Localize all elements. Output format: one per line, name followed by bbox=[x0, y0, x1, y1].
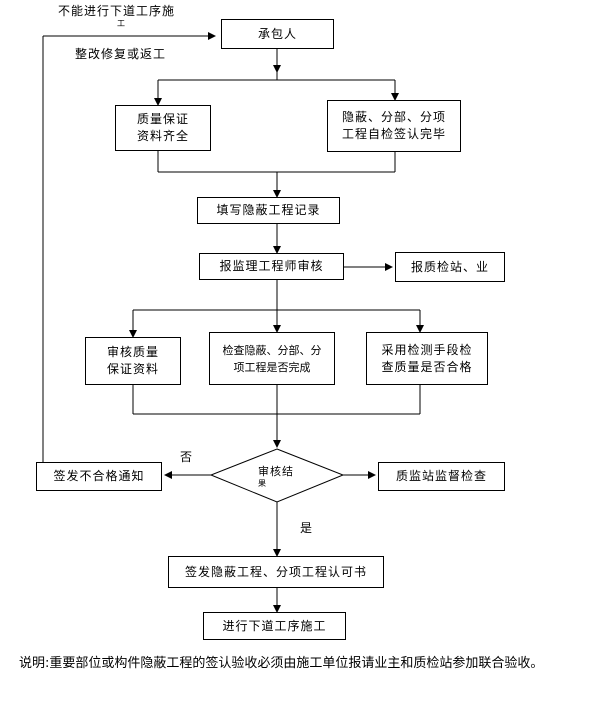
node-station-check: 质监站监督检查 bbox=[378, 462, 505, 491]
node-fill-record: 填写隐蔽工程记录 bbox=[197, 197, 340, 224]
decision-label-sub: 果 bbox=[258, 479, 267, 488]
node-check-complete-label: 检查隐蔽、分部、分 项工程是否完成 bbox=[222, 343, 322, 374]
node-check-complete: 检查隐蔽、分部、分 项工程是否完成 bbox=[209, 332, 335, 385]
node-issue-cert: 签发隐蔽工程、分项工程认可书 bbox=[168, 556, 384, 588]
node-test-quality: 采用检测手段检 查质量是否合格 bbox=[366, 332, 488, 385]
node-review-docs: 审核质量 保证资料 bbox=[85, 337, 181, 385]
node-submit-review: 报监理工程师审核 bbox=[199, 253, 344, 280]
label-no-proceed-sub: 工 bbox=[117, 19, 126, 28]
footnote: 说明:重要部位或构件隐蔽工程的签认验收必须由施工单位报请业主和质检站参加联合验收… bbox=[19, 656, 544, 671]
node-test-quality-label: 采用检测手段检 查质量是否合格 bbox=[381, 342, 473, 374]
node-proceed: 进行下道工序施工 bbox=[203, 612, 346, 640]
node-review-docs-label: 审核质量 保证资料 bbox=[106, 345, 159, 376]
label-no-proceed: 不能进行下道工序施 bbox=[58, 4, 176, 18]
node-quality-docs: 质量保证 资料齐全 bbox=[115, 105, 211, 151]
node-self-check: 隐蔽、分部、分项 工程自检签认完毕 bbox=[327, 100, 461, 152]
node-contractor: 承包人 bbox=[221, 19, 334, 49]
node-report-station: 报质检站、业 bbox=[395, 252, 505, 282]
label-yes: 是 bbox=[300, 521, 314, 535]
node-self-check-label: 隐蔽、分部、分项 工程自检签认完毕 bbox=[341, 110, 446, 141]
node-issue-fail: 签发不合格通知 bbox=[36, 462, 162, 491]
node-quality-docs-label: 质量保证 资料齐全 bbox=[136, 112, 189, 143]
label-no: 否 bbox=[180, 450, 194, 464]
decision-label: 审核结 bbox=[258, 465, 294, 478]
label-rectify: 整改修复或返工 bbox=[75, 47, 167, 61]
